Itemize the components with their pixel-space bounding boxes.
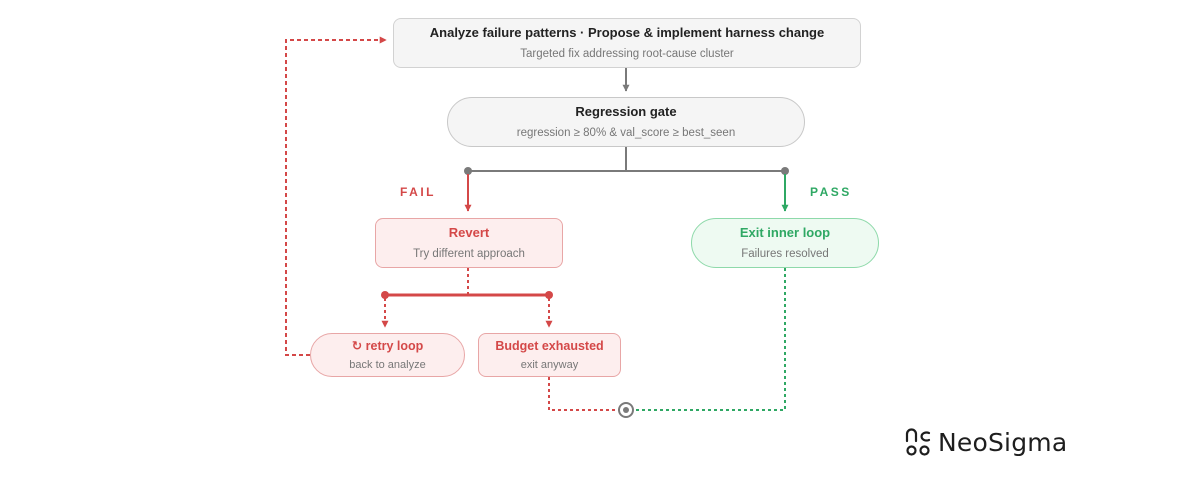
retry-loop-back-path — [285, 36, 387, 356]
exit-inner-loop-title: Exit inner loop — [739, 225, 831, 240]
retry-loop-title: retry loop — [365, 339, 424, 353]
revert-step-title: Revert — [448, 225, 490, 240]
revert-split-dot-left — [381, 291, 389, 299]
retry-icon: ↻ — [351, 339, 363, 353]
budget-to-merge-path — [548, 377, 619, 411]
merge-point-icon — [618, 402, 634, 418]
budget-exhausted-title: Budget exhausted — [495, 339, 604, 353]
budget-exhausted-subtitle: exit anyway — [520, 359, 579, 371]
pass-label: PASS — [810, 185, 852, 199]
neosigma-logo-icon — [905, 428, 931, 456]
retry-loop-step: ↻ retry loop back to analyze — [310, 333, 465, 377]
budget-exhausted-step: Budget exhausted exit anyway — [478, 333, 621, 377]
retry-loop-title-row: ↻ retry loop — [352, 338, 424, 354]
exit-inner-loop-step: Exit inner loop Failures resolved — [691, 218, 879, 268]
neosigma-logo: NeoSigma — [904, 428, 1067, 458]
regression-gate-title: Regression gate — [575, 104, 677, 119]
exit-inner-loop-subtitle: Failures resolved — [741, 248, 829, 260]
analyze-step-title: Analyze failure patterns · Propose & imp… — [429, 25, 825, 40]
exit-to-merge-path — [633, 268, 786, 411]
revert-step: Revert Try different approach — [375, 218, 563, 268]
branch-dot-right — [781, 167, 789, 175]
brand-name: NeoSigma — [938, 428, 1068, 457]
regression-gate-subtitle: regression ≥ 80% & val_score ≥ best_seen — [516, 127, 736, 139]
revert-split-dot-right — [545, 291, 553, 299]
fail-label: FAIL — [400, 185, 436, 199]
analyze-step: Analyze failure patterns · Propose & imp… — [393, 18, 861, 68]
retry-loop-subtitle: back to analyze — [349, 359, 426, 371]
branch-dot-left — [464, 167, 472, 175]
regression-gate: Regression gate regression ≥ 80% & val_s… — [447, 97, 805, 147]
revert-step-subtitle: Try different approach — [413, 248, 525, 260]
analyze-step-subtitle: Targeted fix addressing root-cause clust… — [520, 48, 734, 60]
